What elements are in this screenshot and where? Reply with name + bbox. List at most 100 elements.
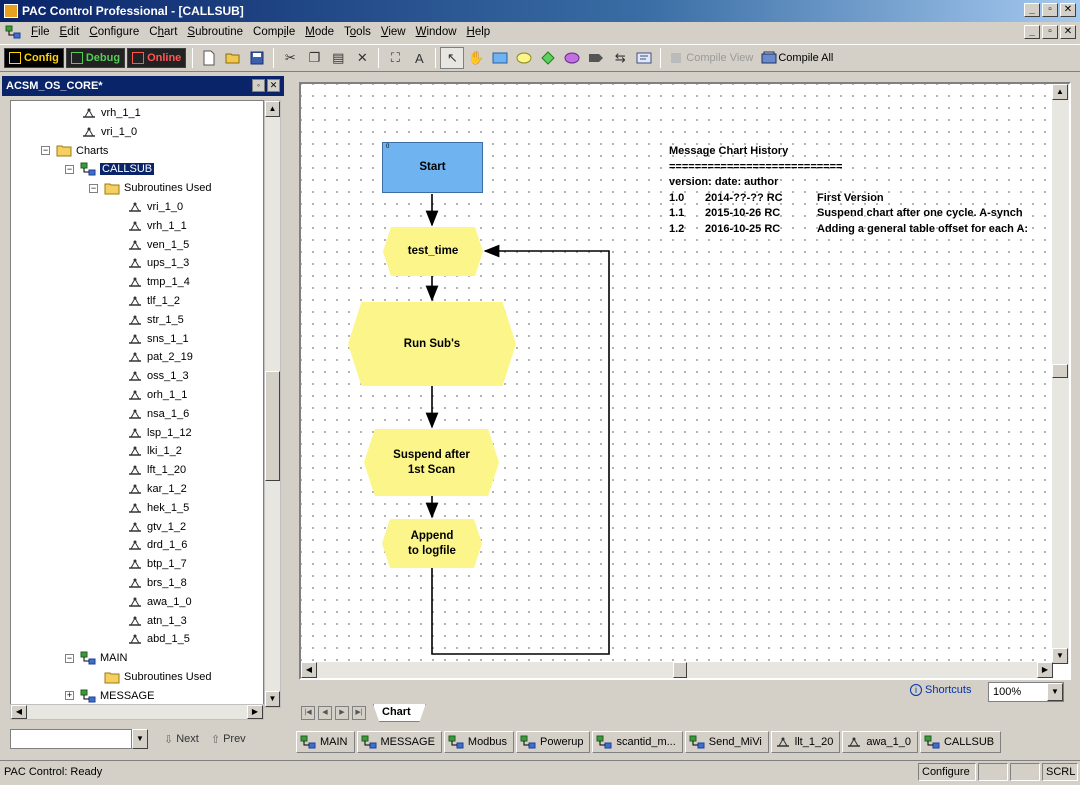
chart-window-tab[interactable]: llt_1_20 — [770, 731, 841, 753]
tree-item-subroutine[interactable]: vrh_1_1 — [127, 217, 187, 235]
chart-history-text-block[interactable]: Message Chart History ==================… — [669, 144, 1053, 237]
copy-icon[interactable]: ❐ — [308, 50, 321, 65]
menu-item-4[interactable]: Subroutine — [187, 26, 244, 38]
canvas-horizontal-scrollbar[interactable]: ◀ ▶ — [301, 662, 1053, 678]
tree-item-subroutines-used[interactable]: −Subroutines Used — [89, 182, 212, 195]
tree-item-subroutine[interactable]: brs_1_8 — [127, 574, 187, 592]
tree-item-main[interactable]: −MAIN — [65, 651, 128, 665]
tree-item-subroutine[interactable]: lsp_1_12 — [127, 424, 192, 442]
flowchart-block-start[interactable]: 0 Start — [382, 142, 483, 193]
tree-item-subroutine[interactable]: nsa_1_6 — [127, 405, 189, 423]
chart-window-tab[interactable]: Modbus — [443, 731, 515, 753]
collapse-icon[interactable]: − — [89, 182, 98, 193]
tree-item-subroutine[interactable]: oss_1_3 — [127, 367, 189, 385]
tree-item-subroutine[interactable]: orh_1_1 — [127, 386, 187, 404]
scroll-left-arrow[interactable]: ◀ — [301, 662, 317, 678]
tree-item-charts[interactable]: −Charts — [41, 144, 109, 157]
config-mode-button[interactable]: Config — [4, 48, 64, 68]
tree-item-subroutine[interactable]: hek_1_5 — [127, 499, 189, 517]
scroll-left-arrow[interactable]: ◀ — [11, 705, 27, 719]
condition-block-tool-icon[interactable] — [536, 47, 560, 69]
scroll-down-arrow[interactable]: ▼ — [1052, 648, 1068, 664]
find-binoculars-icon[interactable]: ⛶ — [390, 50, 400, 65]
tree-item-subroutine[interactable]: gtv_1_2 — [127, 518, 186, 536]
close-button[interactable]: ✕ — [1060, 3, 1076, 17]
save-icon[interactable] — [245, 47, 269, 69]
collapse-icon[interactable]: − — [41, 145, 50, 156]
menu-item-5[interactable]: Compile — [253, 26, 296, 38]
scroll-up-arrow[interactable]: ▲ — [1052, 84, 1068, 100]
chart-window-tab[interactable]: Send_MiVi — [684, 731, 769, 753]
find-replace-icon[interactable]: A — [414, 50, 424, 66]
zoom-select[interactable]: 100% ▼ — [988, 682, 1064, 702]
collapse-icon[interactable]: − — [65, 163, 74, 174]
scroll-right-arrow[interactable]: ▶ — [1037, 662, 1053, 678]
mdi-close-button[interactable]: ✕ — [1060, 25, 1076, 39]
tab-last-icon[interactable]: ▶| — [352, 706, 366, 720]
new-file-icon[interactable] — [197, 47, 221, 69]
continue-block-tool-icon[interactable] — [560, 47, 584, 69]
tree-horizontal-scrollbar[interactable]: ◀ ▶ — [10, 704, 264, 720]
shortcuts-link[interactable]: i Shortcuts — [910, 684, 971, 696]
tree-item-subroutine[interactable]: vri_1_0 — [127, 198, 183, 216]
connection-tool-icon[interactable] — [584, 47, 608, 69]
chevron-down-icon[interactable]: ▼ — [1047, 683, 1063, 701]
tree-item-subroutine[interactable]: sns_1_1 — [127, 330, 189, 348]
mdi-restore-button[interactable]: ▫ — [1042, 25, 1058, 39]
chart-window-tab[interactable]: Powerup — [516, 731, 591, 753]
tree-item-subroutine[interactable]: tlf_1_2 — [127, 292, 180, 310]
menu-item-7[interactable]: Tools — [344, 26, 371, 38]
paste-icon[interactable]: ▤ — [332, 50, 345, 65]
compile-view-button[interactable]: Compile View — [665, 47, 757, 69]
flowchart-block-test-time[interactable]: 2 test_time — [383, 227, 483, 276]
menu-item-10[interactable]: Help — [466, 26, 491, 38]
tree-item-subroutine[interactable]: abd_1_5 — [127, 630, 190, 648]
collapse-icon[interactable]: − — [65, 652, 74, 663]
menu-item-1[interactable]: Edit — [59, 26, 80, 38]
tree-item-callsub[interactable]: −CALLSUB — [65, 162, 155, 176]
panel-close-icon[interactable]: ✕ — [267, 79, 280, 92]
menu-item-3[interactable]: Chart — [149, 26, 178, 38]
tree-item-subroutine[interactable]: pat_2_19 — [127, 348, 193, 366]
select-pointer-icon[interactable]: ↖ — [440, 47, 465, 69]
find-input[interactable] — [10, 729, 132, 749]
canvas-vertical-scrollbar[interactable]: ▲ ▼ — [1052, 84, 1069, 664]
tree-item-subroutine[interactable]: lki_1_2 — [127, 442, 182, 460]
oval-block-tool-icon[interactable] — [512, 47, 536, 69]
menu-item-9[interactable]: Window — [415, 26, 457, 38]
menu-item-6[interactable]: Mode — [305, 26, 335, 38]
tree-item-subroutine[interactable]: awa_1_0 — [127, 593, 192, 611]
chart-window-tab[interactable]: MAIN — [296, 731, 355, 753]
debug-mode-button[interactable]: Debug — [65, 48, 126, 68]
cut-icon[interactable]: ✂ — [284, 50, 296, 65]
flowchart-canvas[interactable]: 0 Start 2 test_time 1 Run Sub's 3 Suspen… — [301, 84, 1053, 664]
tab-first-icon[interactable]: |◀ — [301, 706, 315, 720]
tab-chart[interactable]: Chart — [373, 704, 426, 722]
tree-item-subroutine[interactable]: kar_1_2 — [127, 480, 187, 498]
expand-icon[interactable]: + — [65, 690, 74, 701]
chart-window-tab[interactable]: scantid_m... — [592, 731, 683, 753]
scroll-up-arrow[interactable]: ▲ — [265, 101, 280, 117]
find-prev-button[interactable]: ⇧Prev — [210, 733, 246, 746]
compile-all-button[interactable]: Compile All — [757, 47, 837, 69]
flowchart-block-append-logfile[interactable]: 5 Append to logfile — [382, 519, 482, 568]
scroll-thumb[interactable] — [1052, 364, 1068, 378]
menu-item-8[interactable]: View — [380, 26, 406, 38]
flowchart-block-run-subs[interactable]: 1 Run Sub's — [348, 302, 516, 386]
tree-item-subroutine[interactable]: ups_1_3 — [127, 254, 189, 272]
tab-next-icon[interactable]: ▶ — [335, 706, 349, 720]
tree-item-subroutine[interactable]: str_1_5 — [127, 311, 184, 329]
tree-item-subroutine[interactable]: atn_1_3 — [127, 612, 187, 630]
maximize-button[interactable]: ▫ — [1042, 3, 1058, 17]
text-tool-icon[interactable] — [632, 47, 656, 69]
online-mode-button[interactable]: Online — [127, 48, 187, 68]
tree-item-subroutine[interactable]: btp_1_7 — [127, 555, 187, 573]
tree-item-subroutine[interactable]: vri_1_0 — [81, 123, 137, 141]
tree-vertical-scrollbar[interactable]: ▲ ▼ — [264, 100, 281, 708]
menu-item-2[interactable]: Configure — [89, 26, 140, 38]
connect-lines-icon[interactable]: ⇆ — [614, 50, 626, 65]
tree-item-subroutine[interactable]: vrh_1_1 — [81, 104, 141, 122]
mdi-minimize-button[interactable]: _ — [1024, 25, 1040, 39]
menu-item-0[interactable]: File — [31, 26, 50, 38]
mdi-chart-icon[interactable] — [4, 24, 22, 40]
